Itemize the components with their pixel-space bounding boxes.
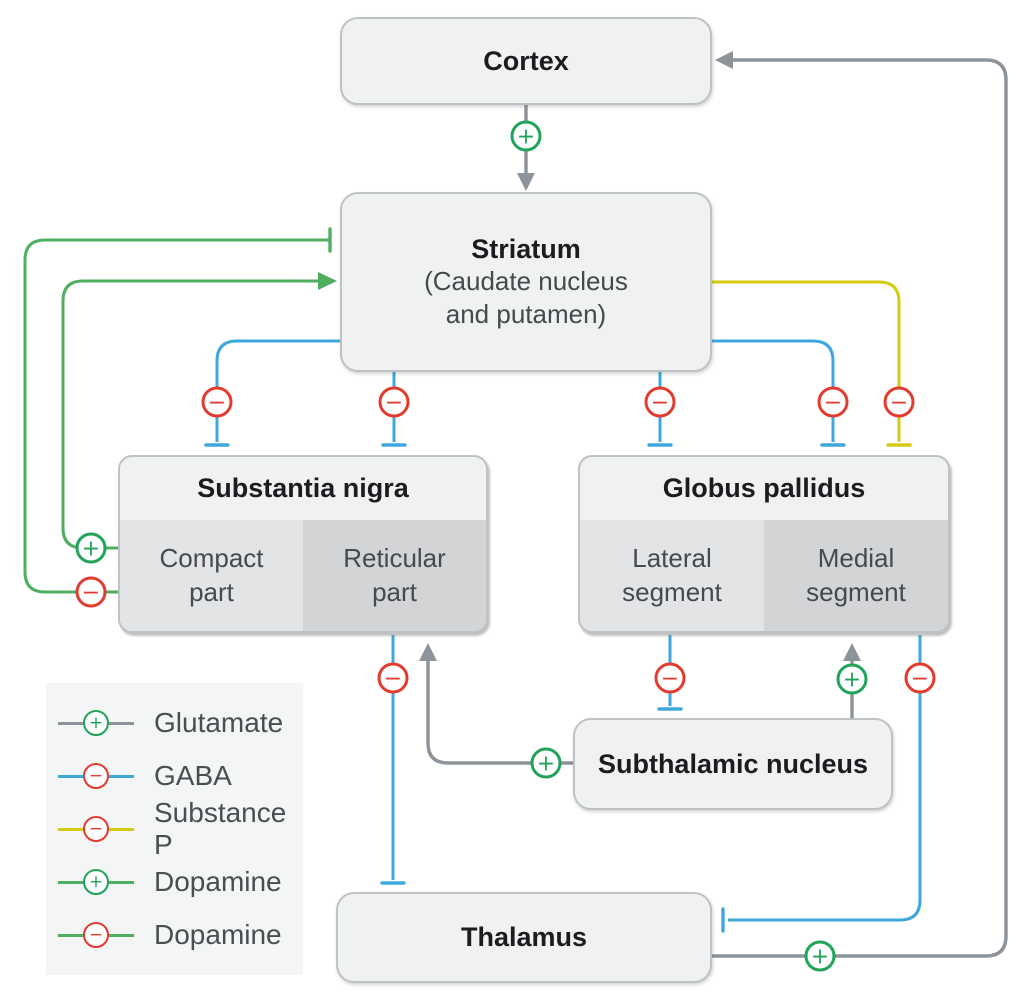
- legend-item-substance-p: − Substance P: [46, 797, 303, 860]
- cell-reticular-part: Reticular part: [303, 520, 486, 631]
- excitatory-sign-icon: +: [83, 869, 109, 895]
- wire-compact-to-striatum-excitatory: [61, 279, 322, 550]
- box-substantia-nigra-title: Substantia nigra: [197, 473, 409, 504]
- legend-item-dopamine-inhibitory: − Dopamine: [46, 909, 303, 962]
- wire-striatum-to-medial: [712, 339, 835, 442]
- inhibitory-sign-icon: −: [75, 576, 107, 608]
- wire-subthalamic-to-reticular: [426, 657, 573, 765]
- box-globus-pallidus-title: Globus pallidus: [662, 473, 866, 504]
- legend-item-glutamate: + Glutamate: [46, 697, 303, 750]
- box-globus-pallidus-header: Globus pallidus: [580, 457, 948, 520]
- svg-text:+: +: [811, 945, 829, 970]
- inhibitory-sign-icon: −: [83, 922, 109, 948]
- cell-compact-part-label: Compact part: [159, 542, 264, 607]
- cell-lateral-segment: Lateral segment: [580, 520, 764, 631]
- arrowhead-icon: [419, 643, 437, 661]
- inhibitory-sign-icon: −: [883, 386, 915, 418]
- arrowhead-icon: [318, 272, 337, 290]
- arrowhead-icon: [715, 51, 733, 69]
- wire-striatum-to-medial-substance-p: [712, 280, 901, 442]
- svg-text:−: −: [208, 391, 226, 416]
- legend-panel: + Glutamate − GABA − Substance P + Dopam…: [46, 683, 303, 975]
- arrowhead-icon: [843, 643, 861, 661]
- cell-medial-segment-label: Medial segment: [806, 542, 906, 607]
- svg-text:−: −: [911, 667, 929, 692]
- inhibitory-sign-icon: −: [654, 662, 686, 694]
- box-substantia-nigra: Substantia nigra Compact part Reticular …: [118, 455, 488, 633]
- svg-text:−: −: [824, 391, 842, 416]
- svg-text:−: −: [385, 391, 403, 416]
- box-subthalamic-nucleus-title: Subthalamic nucleus: [597, 748, 869, 779]
- svg-text:+: +: [843, 668, 861, 693]
- inhibitory-sign-icon: −: [378, 386, 410, 418]
- arrowhead-icon: [517, 173, 535, 191]
- inhibitory-sign-icon: −: [83, 763, 109, 789]
- box-striatum-subtitle-line2: and putamen): [445, 299, 607, 330]
- dopamine-line-sample-icon: −: [58, 922, 134, 948]
- glutamate-line-sample-icon: +: [58, 710, 134, 736]
- svg-text:+: +: [517, 125, 535, 150]
- legend-label: Glutamate: [154, 707, 284, 738]
- svg-text:−: −: [890, 391, 908, 416]
- box-thalamus: Thalamus: [336, 892, 712, 983]
- excitatory-sign-icon: +: [804, 940, 836, 972]
- box-striatum: Striatum (Caudate nucleus and putamen): [340, 192, 712, 372]
- svg-text:−: −: [82, 581, 100, 606]
- svg-text:+: +: [82, 537, 100, 562]
- cell-reticular-part-label: Reticular part: [343, 542, 446, 607]
- box-cortex-title: Cortex: [483, 45, 569, 76]
- inhibitory-sign-icon: −: [904, 662, 936, 694]
- inhibitory-sign-icon: −: [817, 386, 849, 418]
- box-thalamus-title: Thalamus: [460, 922, 588, 953]
- box-cortex: Cortex: [340, 17, 712, 105]
- box-striatum-subtitle-line1: (Caudate nucleus: [424, 265, 628, 296]
- svg-text:−: −: [661, 667, 679, 692]
- svg-text:−: −: [651, 391, 669, 416]
- legend-label: GABA: [154, 760, 232, 791]
- cell-medial-segment: Medial segment: [764, 520, 948, 631]
- inhibitory-sign-icon: −: [377, 662, 409, 694]
- legend-label: Substance P: [154, 797, 287, 860]
- excitatory-sign-icon: +: [83, 710, 109, 736]
- box-subthalamic-nucleus: Subthalamic nucleus: [573, 718, 893, 810]
- legend-item-gaba: − GABA: [46, 750, 303, 803]
- svg-text:−: −: [384, 667, 402, 692]
- excitatory-sign-icon: +: [836, 663, 868, 695]
- inhibitory-sign-icon: −: [83, 816, 109, 842]
- legend-item-dopamine-excitatory: + Dopamine: [46, 856, 303, 909]
- inhibitory-sign-icon: −: [201, 386, 233, 418]
- wire-striatum-to-compact: [215, 339, 340, 442]
- excitatory-sign-icon: +: [530, 747, 562, 779]
- box-striatum-title: Striatum: [471, 233, 581, 264]
- cell-compact-part: Compact part: [120, 520, 303, 631]
- excitatory-sign-icon: +: [510, 120, 542, 152]
- wire-compact-to-striatum-inhibitory: [23, 238, 330, 594]
- cell-lateral-segment-label: Lateral segment: [622, 542, 722, 607]
- box-globus-pallidus: Globus pallidus Lateral segment Medial s…: [578, 455, 950, 633]
- wire-thalamus-to-cortex: [712, 58, 1008, 958]
- excitatory-sign-icon: +: [75, 532, 107, 564]
- legend-label: Dopamine: [154, 866, 282, 897]
- box-substantia-nigra-header: Substantia nigra: [120, 457, 486, 520]
- wire-medial-to-thalamus: [728, 635, 922, 922]
- svg-text:+: +: [537, 752, 555, 777]
- dopamine-line-sample-icon: +: [58, 869, 134, 895]
- legend-label: Dopamine: [154, 919, 282, 950]
- inhibitory-sign-icon: −: [644, 386, 676, 418]
- substance-p-line-sample-icon: −: [58, 816, 134, 842]
- gaba-line-sample-icon: −: [58, 763, 134, 789]
